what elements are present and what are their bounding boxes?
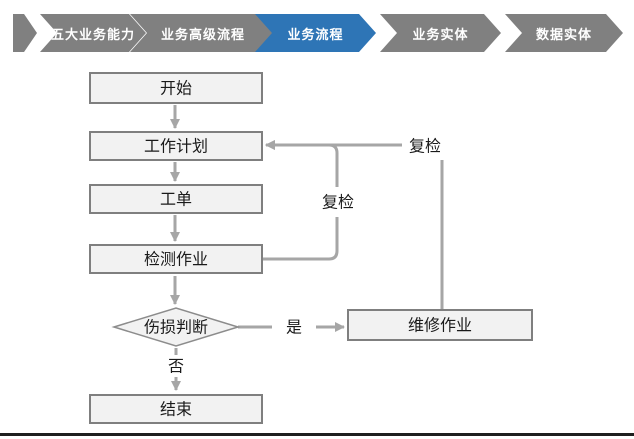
recheck-outer-label: 复检 [409, 138, 441, 156]
node-start: 开始 [89, 72, 263, 104]
nav-step-label: 业务流程 [287, 26, 344, 42]
node-inspection: 检测作业 [89, 244, 263, 274]
node-work-order: 工单 [89, 184, 263, 214]
node-end: 结束 [89, 394, 263, 424]
node-damage-decision: 伤损判断 [111, 307, 241, 347]
node-end-label: 结束 [160, 401, 192, 419]
no-label: 否 [168, 359, 184, 376]
bottom-border-line [0, 433, 634, 436]
recheck-inner-label-bg [316, 187, 360, 217]
nav-step-five-capabilities[interactable]: 五大业务能力 [40, 14, 146, 52]
node-damage-decision-label: 伤损判断 [144, 319, 208, 337]
nav-step-label: 业务高级流程 [160, 26, 245, 42]
nav-step-data-entity[interactable]: 数据实体 [505, 14, 623, 52]
node-repair: 维修作业 [347, 309, 533, 341]
process-breadcrumb: 五大业务能力 业务高级流程 业务流程 业务实体 数据实体 [0, 0, 634, 60]
nav-step-business-entity[interactable]: 业务实体 [380, 14, 501, 52]
nav-step-business-process-active[interactable]: 业务流程 [255, 14, 376, 52]
nav-step-high-level-process[interactable]: 业务高级流程 [130, 14, 276, 52]
nav-step-label: 五大业务能力 [51, 26, 136, 42]
node-repair-label: 维修作业 [408, 317, 472, 335]
nav-step-label: 数据实体 [535, 26, 592, 42]
recheck-inner-label: 复检 [322, 194, 354, 212]
node-work-plan-label: 工作计划 [144, 138, 208, 156]
yes-label: 是 [286, 320, 302, 337]
node-inspection-label: 检测作业 [144, 251, 208, 269]
recheck-outer-label-bg [402, 131, 448, 160]
node-start-label: 开始 [160, 80, 192, 98]
node-work-plan: 工作计划 [89, 131, 263, 161]
node-work-order-label: 工单 [160, 191, 192, 209]
nav-step-label: 业务实体 [412, 26, 469, 42]
loop-repair-to-plan [265, 140, 444, 310]
